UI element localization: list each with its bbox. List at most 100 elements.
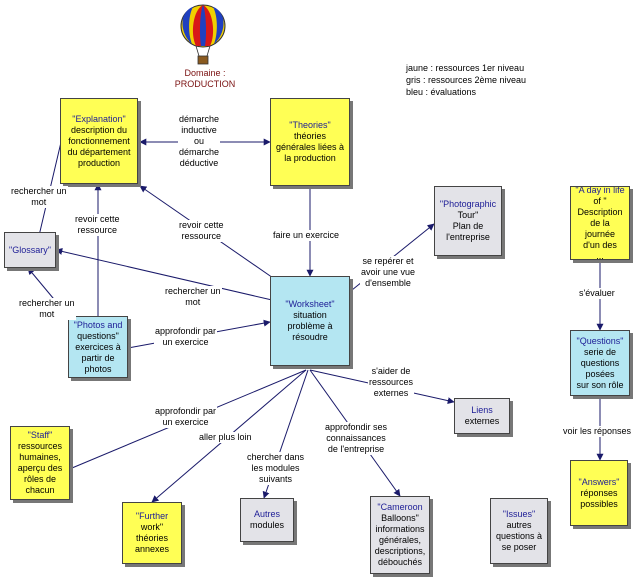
node-description-line: problème à xyxy=(287,321,333,331)
edge-label-line: approfondir par xyxy=(155,406,217,416)
edge-label-line: approfondir par xyxy=(155,326,217,336)
node-description-line: questions" xyxy=(77,330,119,341)
node-description-line: possibles xyxy=(580,498,618,509)
node-description-line: la production xyxy=(284,153,336,163)
node-description-line: l'entreprise xyxy=(446,232,490,242)
label-s-evaluer: s'évaluer xyxy=(578,288,616,299)
domain-title: Domaine : PRODUCTION xyxy=(168,68,242,90)
node-description-line: Balloons" xyxy=(381,513,419,523)
node-title: "Staff" xyxy=(27,430,53,440)
edge-label-line: revoir cette xyxy=(75,214,120,224)
edge-label-line: approfondir ses xyxy=(325,422,388,432)
node-title: Liens xyxy=(471,405,493,415)
label-voir-reponses: voir les réponses xyxy=(562,426,633,437)
node-description-line: of " xyxy=(593,195,607,206)
node-description-line: humaines, xyxy=(19,452,61,462)
edge-label-line: démarche xyxy=(179,147,220,157)
edge-label-line: faire un exercice xyxy=(273,230,340,240)
edge-label-line: s'aider de xyxy=(371,366,411,376)
node-title: Autres xyxy=(253,509,280,519)
node-title: "Answers" xyxy=(578,476,620,487)
edge-worksheet-glossary xyxy=(55,248,273,301)
node-description-line: posées xyxy=(585,368,615,379)
node-description-line: photos xyxy=(84,363,112,374)
edge-label-line: un exercice xyxy=(162,417,209,427)
node-description-line: débouchés xyxy=(377,557,423,567)
node-description-line: questions xyxy=(580,357,620,368)
node-description-line: description du xyxy=(70,124,128,135)
node-description-line: résoudre xyxy=(292,332,328,342)
edge-label-line: inductive xyxy=(181,125,217,135)
node-title: "Worksheet" xyxy=(285,299,335,309)
edge-label-line: aller plus loin xyxy=(199,432,252,442)
edge-label-line: externes xyxy=(373,388,409,398)
domain-title-line1: Domaine : xyxy=(184,68,226,78)
node-description-line: du département xyxy=(67,146,131,157)
edge-label-line: revoir cette xyxy=(179,220,224,230)
node-description-line: work" xyxy=(140,522,164,532)
node-title: "Photographic xyxy=(439,199,497,209)
node-description-line: Tour" xyxy=(457,210,479,220)
node-description-line: Description xyxy=(577,206,623,217)
domain-title-line2: PRODUCTION xyxy=(174,79,236,89)
node-description-line: questions à xyxy=(495,531,543,541)
edge-label-line: chercher dans xyxy=(247,452,305,462)
edge-label-line: démarche xyxy=(179,114,220,124)
edge-label-line: d'ensemble xyxy=(365,278,411,288)
node-title: "Issues" xyxy=(502,509,536,519)
edge-label-line: ou xyxy=(194,136,205,146)
node-description-line: partir de xyxy=(81,352,115,363)
node-description-line: annexes xyxy=(134,544,170,554)
node-description-line: chacun xyxy=(25,485,55,495)
hot-air-balloon-icon xyxy=(180,4,226,65)
edge-label-line: déductive xyxy=(179,158,219,168)
node-description-line: de la journée xyxy=(584,217,616,239)
edge-label-line: se repérer et xyxy=(362,256,414,266)
edge-label-line: ressource xyxy=(77,225,118,235)
node-description-line: Plan de xyxy=(452,221,484,231)
edge-label-line: suivants xyxy=(259,474,293,484)
node-description-line: générales liées à xyxy=(275,142,345,152)
node-description-line: réponses xyxy=(580,487,618,498)
node-description-line: informations xyxy=(375,524,425,534)
node-description-line: production xyxy=(77,157,121,168)
edge-label-line: rechercher un xyxy=(165,286,221,296)
edge-label-line: voir les réponses xyxy=(563,426,632,436)
edge-label-line: mot xyxy=(31,197,47,207)
node-description-line: modules xyxy=(249,520,285,530)
edge-label-line: les modules xyxy=(251,463,300,473)
node-title: "Questions" xyxy=(576,335,624,346)
edge-label-line: rechercher un xyxy=(19,298,75,308)
color-legend: jaune : ressources 1er niveau gris : res… xyxy=(406,62,526,98)
label-aller-plus-loin: aller plus loin xyxy=(198,432,253,443)
node-glossary[interactable]: "Glossary" xyxy=(4,232,56,268)
node-description-line: théories xyxy=(293,131,327,141)
edge-label-line: un exercice xyxy=(162,337,209,347)
node-description-line: fonctionnement xyxy=(68,135,130,146)
node-description-line: exercices à xyxy=(75,341,121,352)
node-description-line: ressources xyxy=(17,441,62,451)
node-description-line: aperçu des xyxy=(17,463,63,473)
